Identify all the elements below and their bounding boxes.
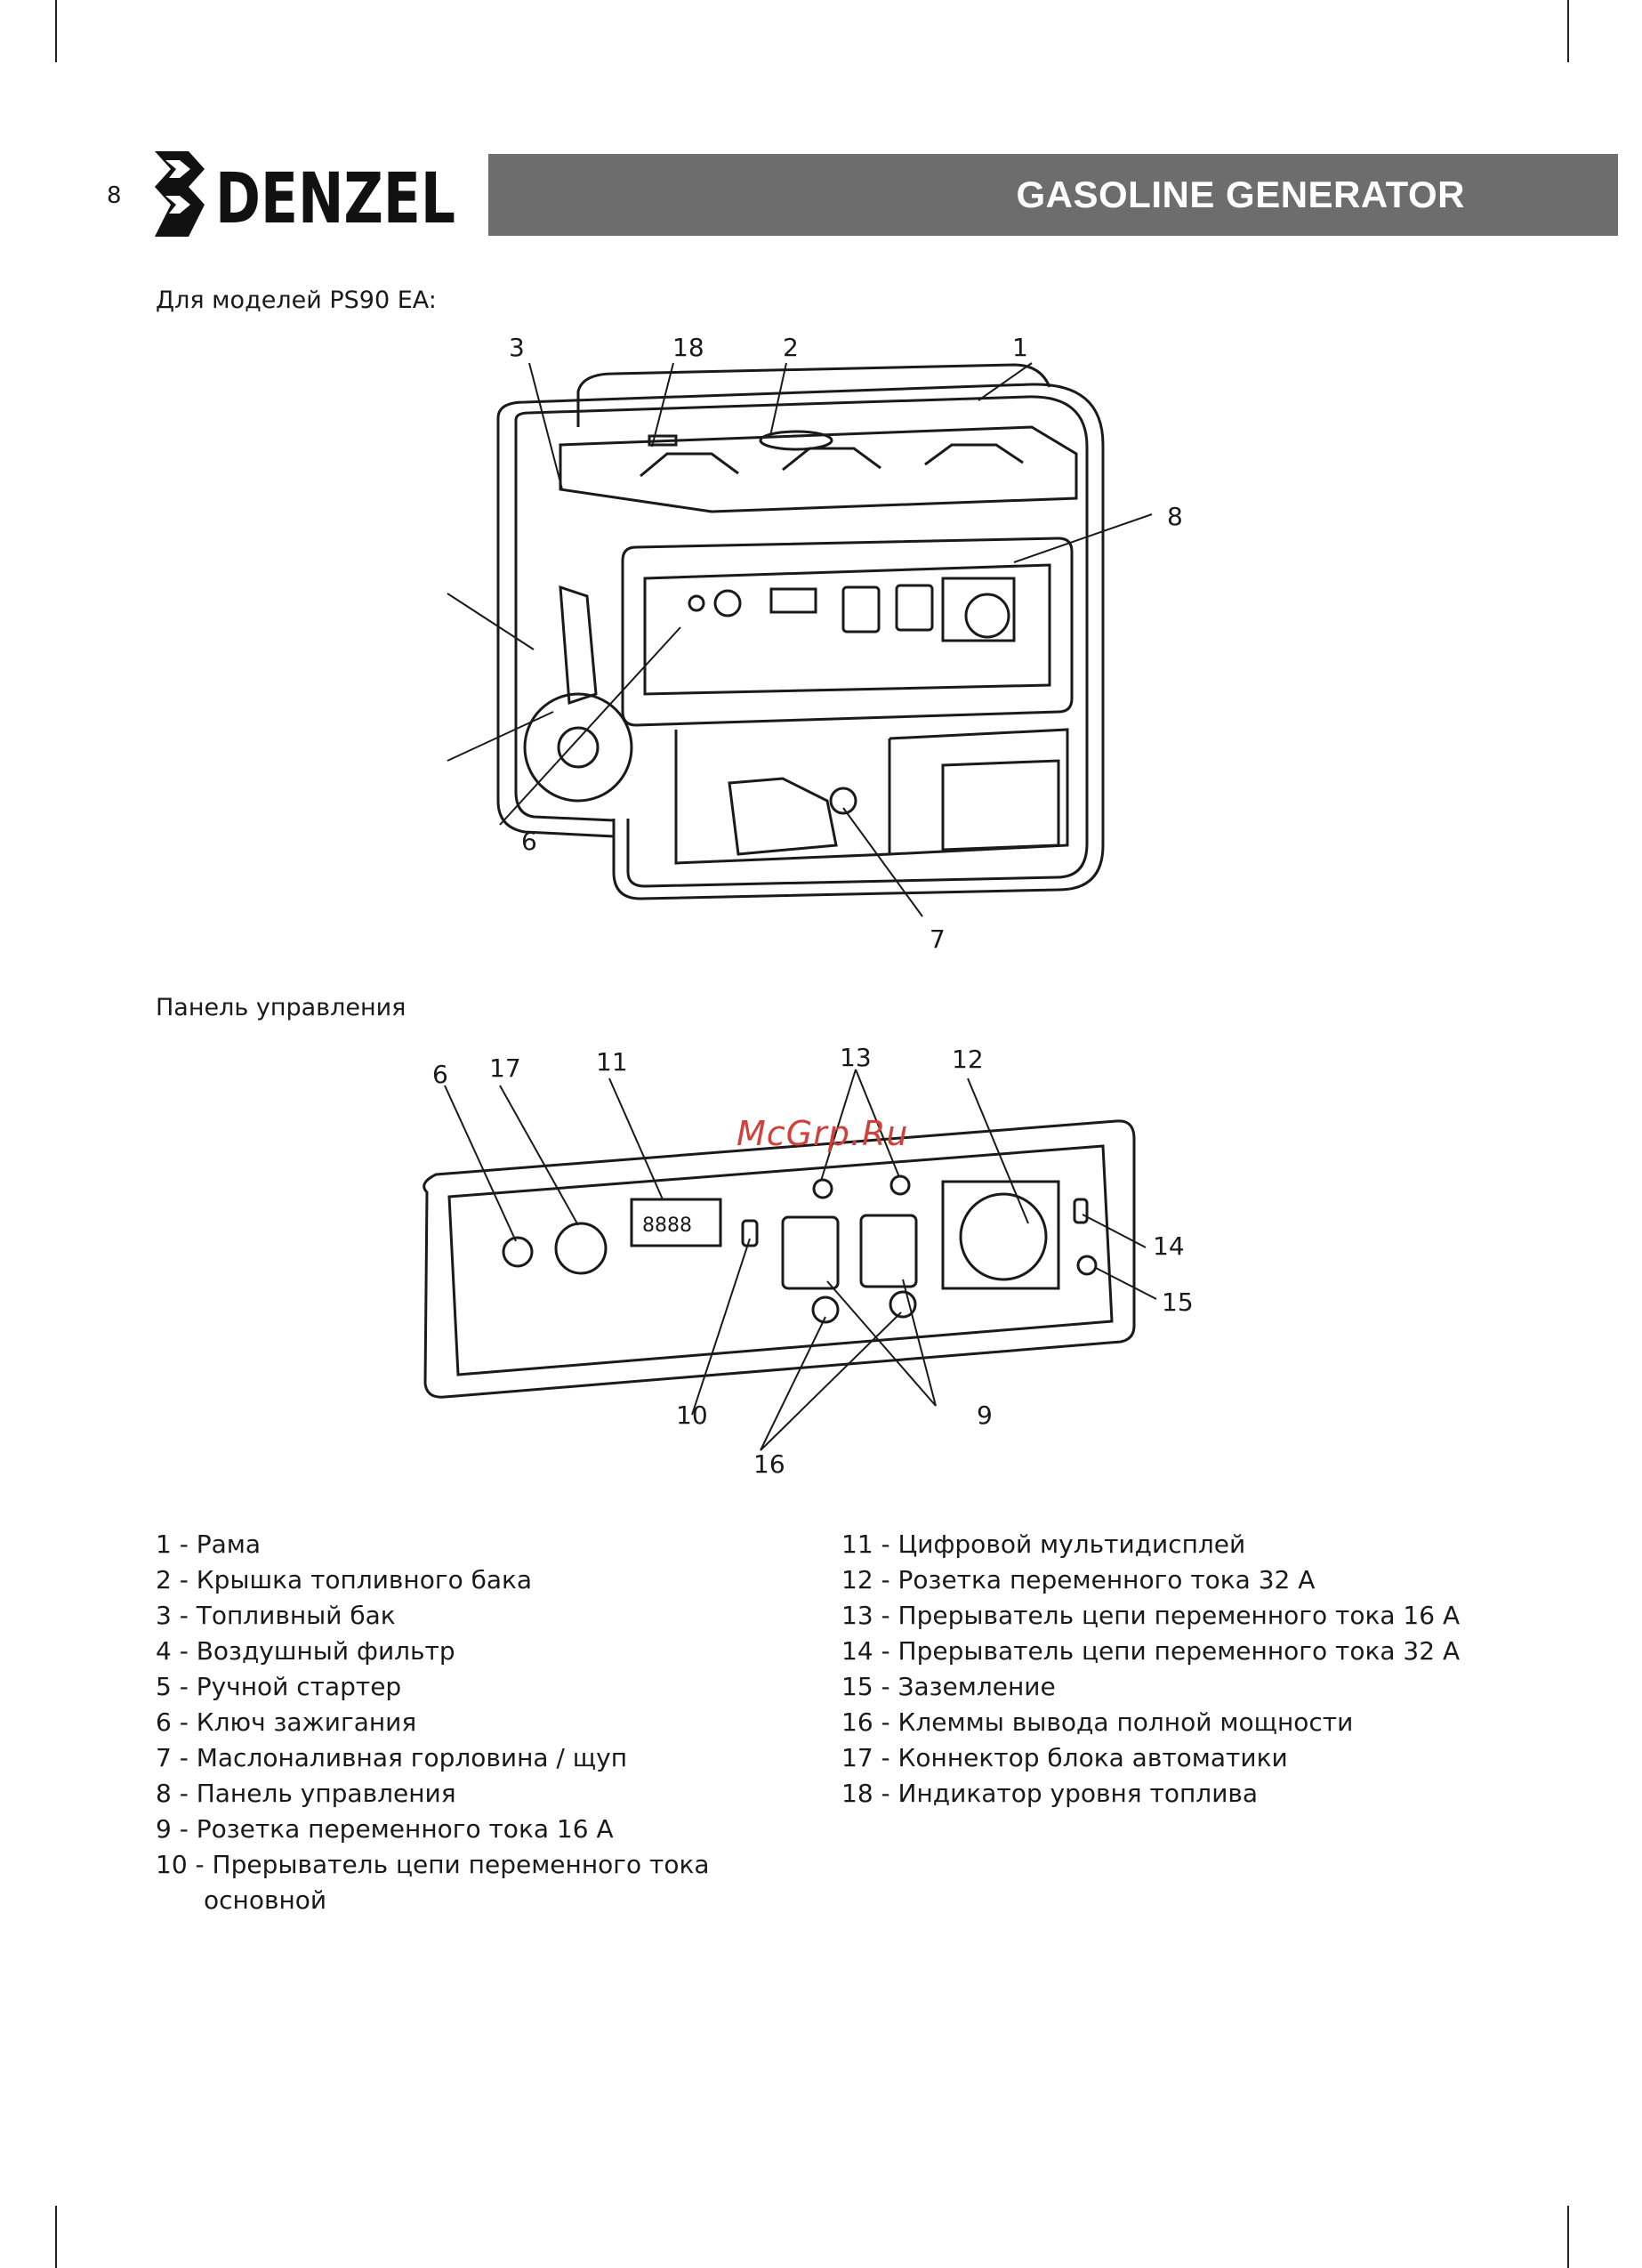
legend-right: 11 - Цифровой мультидисплей 12 - Розетка… (841, 1527, 1460, 1812)
recoil-starter (523, 692, 633, 803)
callout-18: 18 (672, 333, 704, 362)
fuel-cap (759, 430, 833, 451)
panel-socket-32a-cap (964, 593, 1010, 639)
panel-callout-10: 10 (676, 1400, 708, 1430)
page-title: GASOLINE GENERATOR (1016, 174, 1465, 215)
panel-socket-1 (841, 585, 881, 634)
automation-connector (554, 1222, 608, 1275)
header-bar: GASOLINE GENERATOR (488, 154, 1618, 236)
legend-item: 18 - Индикатор уровня топлива (841, 1779, 1259, 1808)
main-breaker (741, 1219, 759, 1247)
panel-socket-32a (941, 577, 1016, 642)
socket-32a-cap (959, 1192, 1048, 1281)
panel-callout-17: 17 (489, 1053, 521, 1083)
engine-block (674, 730, 891, 865)
panel-callout-9: 9 (977, 1400, 993, 1430)
alternator (889, 728, 1069, 856)
panel-callout-16: 16 (753, 1449, 785, 1479)
brand-name: DENZEL (215, 159, 455, 238)
socket-32a (941, 1180, 1060, 1290)
watermark: McGrp.Ru (736, 1114, 909, 1153)
legend-item: 5 - Ручной стартер (156, 1672, 402, 1701)
panel-callout-14: 14 (1153, 1231, 1185, 1261)
battery (941, 759, 1060, 852)
legend-item: 1 - Рама (156, 1529, 262, 1559)
legend-item: 13 - Прерыватель цепи переменного тока 1… (841, 1601, 1461, 1630)
fuel-tank-ribs (640, 443, 1024, 478)
breaker-32a (1073, 1198, 1089, 1224)
socket-16a-2 (859, 1214, 918, 1288)
terminal-2 (889, 1290, 917, 1319)
page-number: 8 (107, 182, 122, 209)
legend-item: 14 - Прерыватель цепи переменного тока 3… (841, 1636, 1461, 1666)
panel-housing (621, 537, 1074, 727)
legend-item: 17 - Коннектор блока автоматики (841, 1743, 1288, 1772)
crop-mark-bottom-left (55, 2206, 57, 2268)
digital-display (630, 1198, 722, 1247)
breaker-16a-2 (889, 1174, 911, 1196)
legend-item: 7 - Маслоналивная горловина / щуп (156, 1743, 628, 1772)
logo-emblem-icon (155, 151, 205, 237)
crop-mark-top-right (1567, 0, 1569, 62)
fuel-tank (559, 425, 1078, 513)
ground-terminal (1076, 1255, 1098, 1276)
air-filter (559, 585, 598, 706)
legend-item: 8 - Панель управления (156, 1779, 456, 1808)
crop-mark-top-left (55, 0, 57, 62)
panel-socket-2 (895, 584, 934, 632)
crop-mark-bottom-right (1567, 2206, 1569, 2268)
breaker-16a-1 (812, 1178, 833, 1199)
figure2-caption: Панель управления (156, 994, 406, 1021)
legend-item: 4 - Воздушный фильтр (156, 1636, 455, 1666)
legend-item: 6 - Ключ зажигания (156, 1707, 417, 1737)
generator-illustration: 3 18 2 1 8 4 5 6 7 (447, 333, 1183, 954)
brand-logo: DENZEL (155, 151, 455, 238)
callout-7: 7 (930, 924, 946, 954)
legend-item: 2 - Крышка топливного бака (156, 1565, 533, 1594)
control-panel-illustration: 8888 6 17 11 13 12 14 15 10 9 16 (423, 1043, 1194, 1479)
callout-6: 6 (521, 827, 537, 856)
panel-callout-15: 15 (1162, 1287, 1194, 1317)
callout-leaders (447, 362, 1153, 917)
legend-item: 9 - Розетка переменного тока 16 А (156, 1814, 614, 1844)
panel-callout-labels: 6 17 11 13 12 14 15 10 9 16 (432, 1043, 1194, 1479)
panel-callout-11: 11 (596, 1047, 628, 1077)
legend-item: 10 - Прерыватель цепи переменного тока о… (156, 1850, 710, 1915)
callout-1: 1 (1012, 333, 1028, 362)
terminal-1 (811, 1295, 840, 1324)
fuel-level-indicator (648, 434, 678, 447)
panel-callout-13: 13 (840, 1043, 872, 1072)
figure1-caption: Для моделей PS90 EA: (156, 287, 437, 314)
panel-connector (713, 589, 742, 617)
frame-top-rail (576, 363, 1051, 427)
socket-16a-1 (781, 1215, 840, 1290)
control-panel (643, 563, 1051, 696)
frame-inner (514, 395, 1089, 888)
panel-outer (423, 1119, 1136, 1399)
callout-3: 3 (509, 333, 525, 362)
legend-item: 11 - Цифровой мультидисплей (841, 1529, 1246, 1559)
frame-outline (496, 383, 1105, 900)
legend-left: 1 - Рама 2 - Крышка топливного бака 3 - … (156, 1527, 755, 1918)
recoil-starter-hub (557, 726, 600, 769)
legend-item: 12 - Розетка переменного тока 32 А (841, 1565, 1316, 1594)
engine-cover (728, 777, 838, 856)
callout-2: 2 (783, 333, 799, 362)
frame-left-tube (496, 418, 615, 838)
oil-filler (829, 787, 857, 815)
panel-leaders (444, 1069, 1157, 1451)
frame-left-tube-inner (514, 420, 615, 822)
ignition-key (502, 1236, 534, 1268)
legend-item: 3 - Топливный бак (156, 1601, 396, 1630)
panel-callout-6: 6 (432, 1060, 448, 1089)
panel-key (688, 594, 705, 612)
panel-callout-12: 12 (952, 1045, 984, 1074)
legend-item: 16 - Клеммы вывода полной мощности (841, 1707, 1354, 1737)
callout-8: 8 (1167, 502, 1183, 531)
display-digits: 8888 (642, 1215, 692, 1237)
panel-display (769, 587, 817, 614)
legend-item: 15 - Заземление (841, 1672, 1056, 1701)
callout-labels: 3 18 2 1 8 4 5 6 7 (509, 333, 1183, 954)
panel-inner (447, 1144, 1114, 1376)
